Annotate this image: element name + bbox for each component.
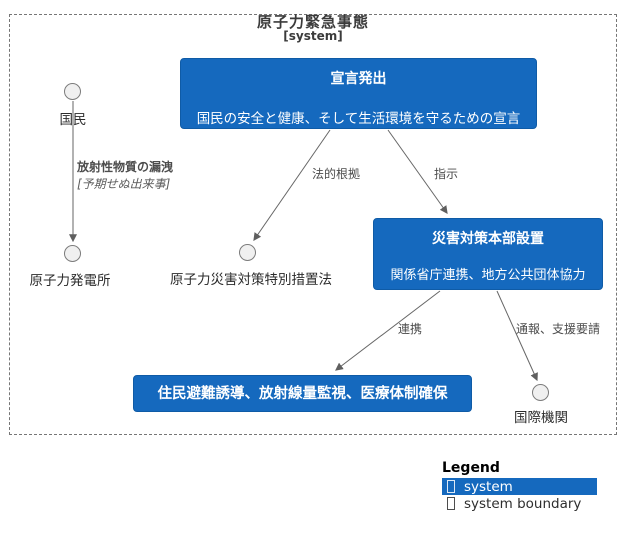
node-sengen-subtitle: 国民の安全と健康、そして生活環境を守るための宣言 [196, 111, 521, 127]
edge-leak-label-text: 放射性物質の漏洩 [77, 160, 174, 174]
legend-item-system: system [442, 478, 597, 495]
legend: Legend system system boundary [442, 460, 602, 512]
edge-renkei-label: 連携 [398, 322, 423, 336]
node-genpatsu-circle [64, 245, 81, 262]
node-shien-title: 住民避難誘導、放射線量監視、医療体制確保 [157, 386, 448, 402]
node-kokusai-label: 国際機関 [514, 410, 568, 426]
diagram-subtitle: [system] [283, 29, 343, 43]
node-kokumin-circle [64, 83, 81, 100]
node-sochiho-label: 原子力災害対策特別措置法 [170, 272, 332, 288]
node-shien-box: 住民避難誘導、放射線量監視、医療体制確保 [133, 375, 472, 412]
legend-item-system-label: system [464, 478, 513, 495]
diagram-title: 原子力緊急事態 [256, 13, 369, 31]
node-sengen-title: 宣言発出 [330, 71, 387, 87]
edge-legal-label: 法的根拠 [312, 167, 361, 181]
edge-tsuho-label: 通報、支援要請 [516, 322, 601, 336]
legend-item-system-boundary-label: system boundary [464, 495, 582, 512]
node-honbu-subtitle: 関係省庁連携、地方公共団体協力 [390, 268, 586, 283]
node-sochiho-circle [239, 244, 256, 261]
node-honbu-box: 災害対策本部設置 関係省庁連携、地方公共団体協力 [373, 218, 603, 290]
edge-leak-label: 放射性物質の漏洩 [予期せぬ出来事] [77, 158, 173, 192]
system-boundary-frame [9, 14, 617, 435]
node-sengen-box: 宣言発出 国民の安全と健康、そして生活環境を守るための宣言 [180, 58, 537, 129]
node-kokumin-label: 国民 [59, 112, 87, 128]
legend-item-system-boundary: system boundary [442, 495, 597, 512]
legend-title: Legend [442, 460, 500, 476]
node-genpatsu-label: 原子力発電所 [29, 273, 111, 289]
edge-shiji-label: 指示 [434, 167, 459, 181]
legend-system-swatch-icon [447, 480, 455, 493]
legend-boundary-swatch-icon [447, 497, 455, 510]
edge-leak-label-note: [予期せぬ出来事] [77, 177, 171, 191]
node-honbu-title: 災害対策本部設置 [432, 231, 544, 247]
node-kokusai-circle [532, 384, 549, 401]
